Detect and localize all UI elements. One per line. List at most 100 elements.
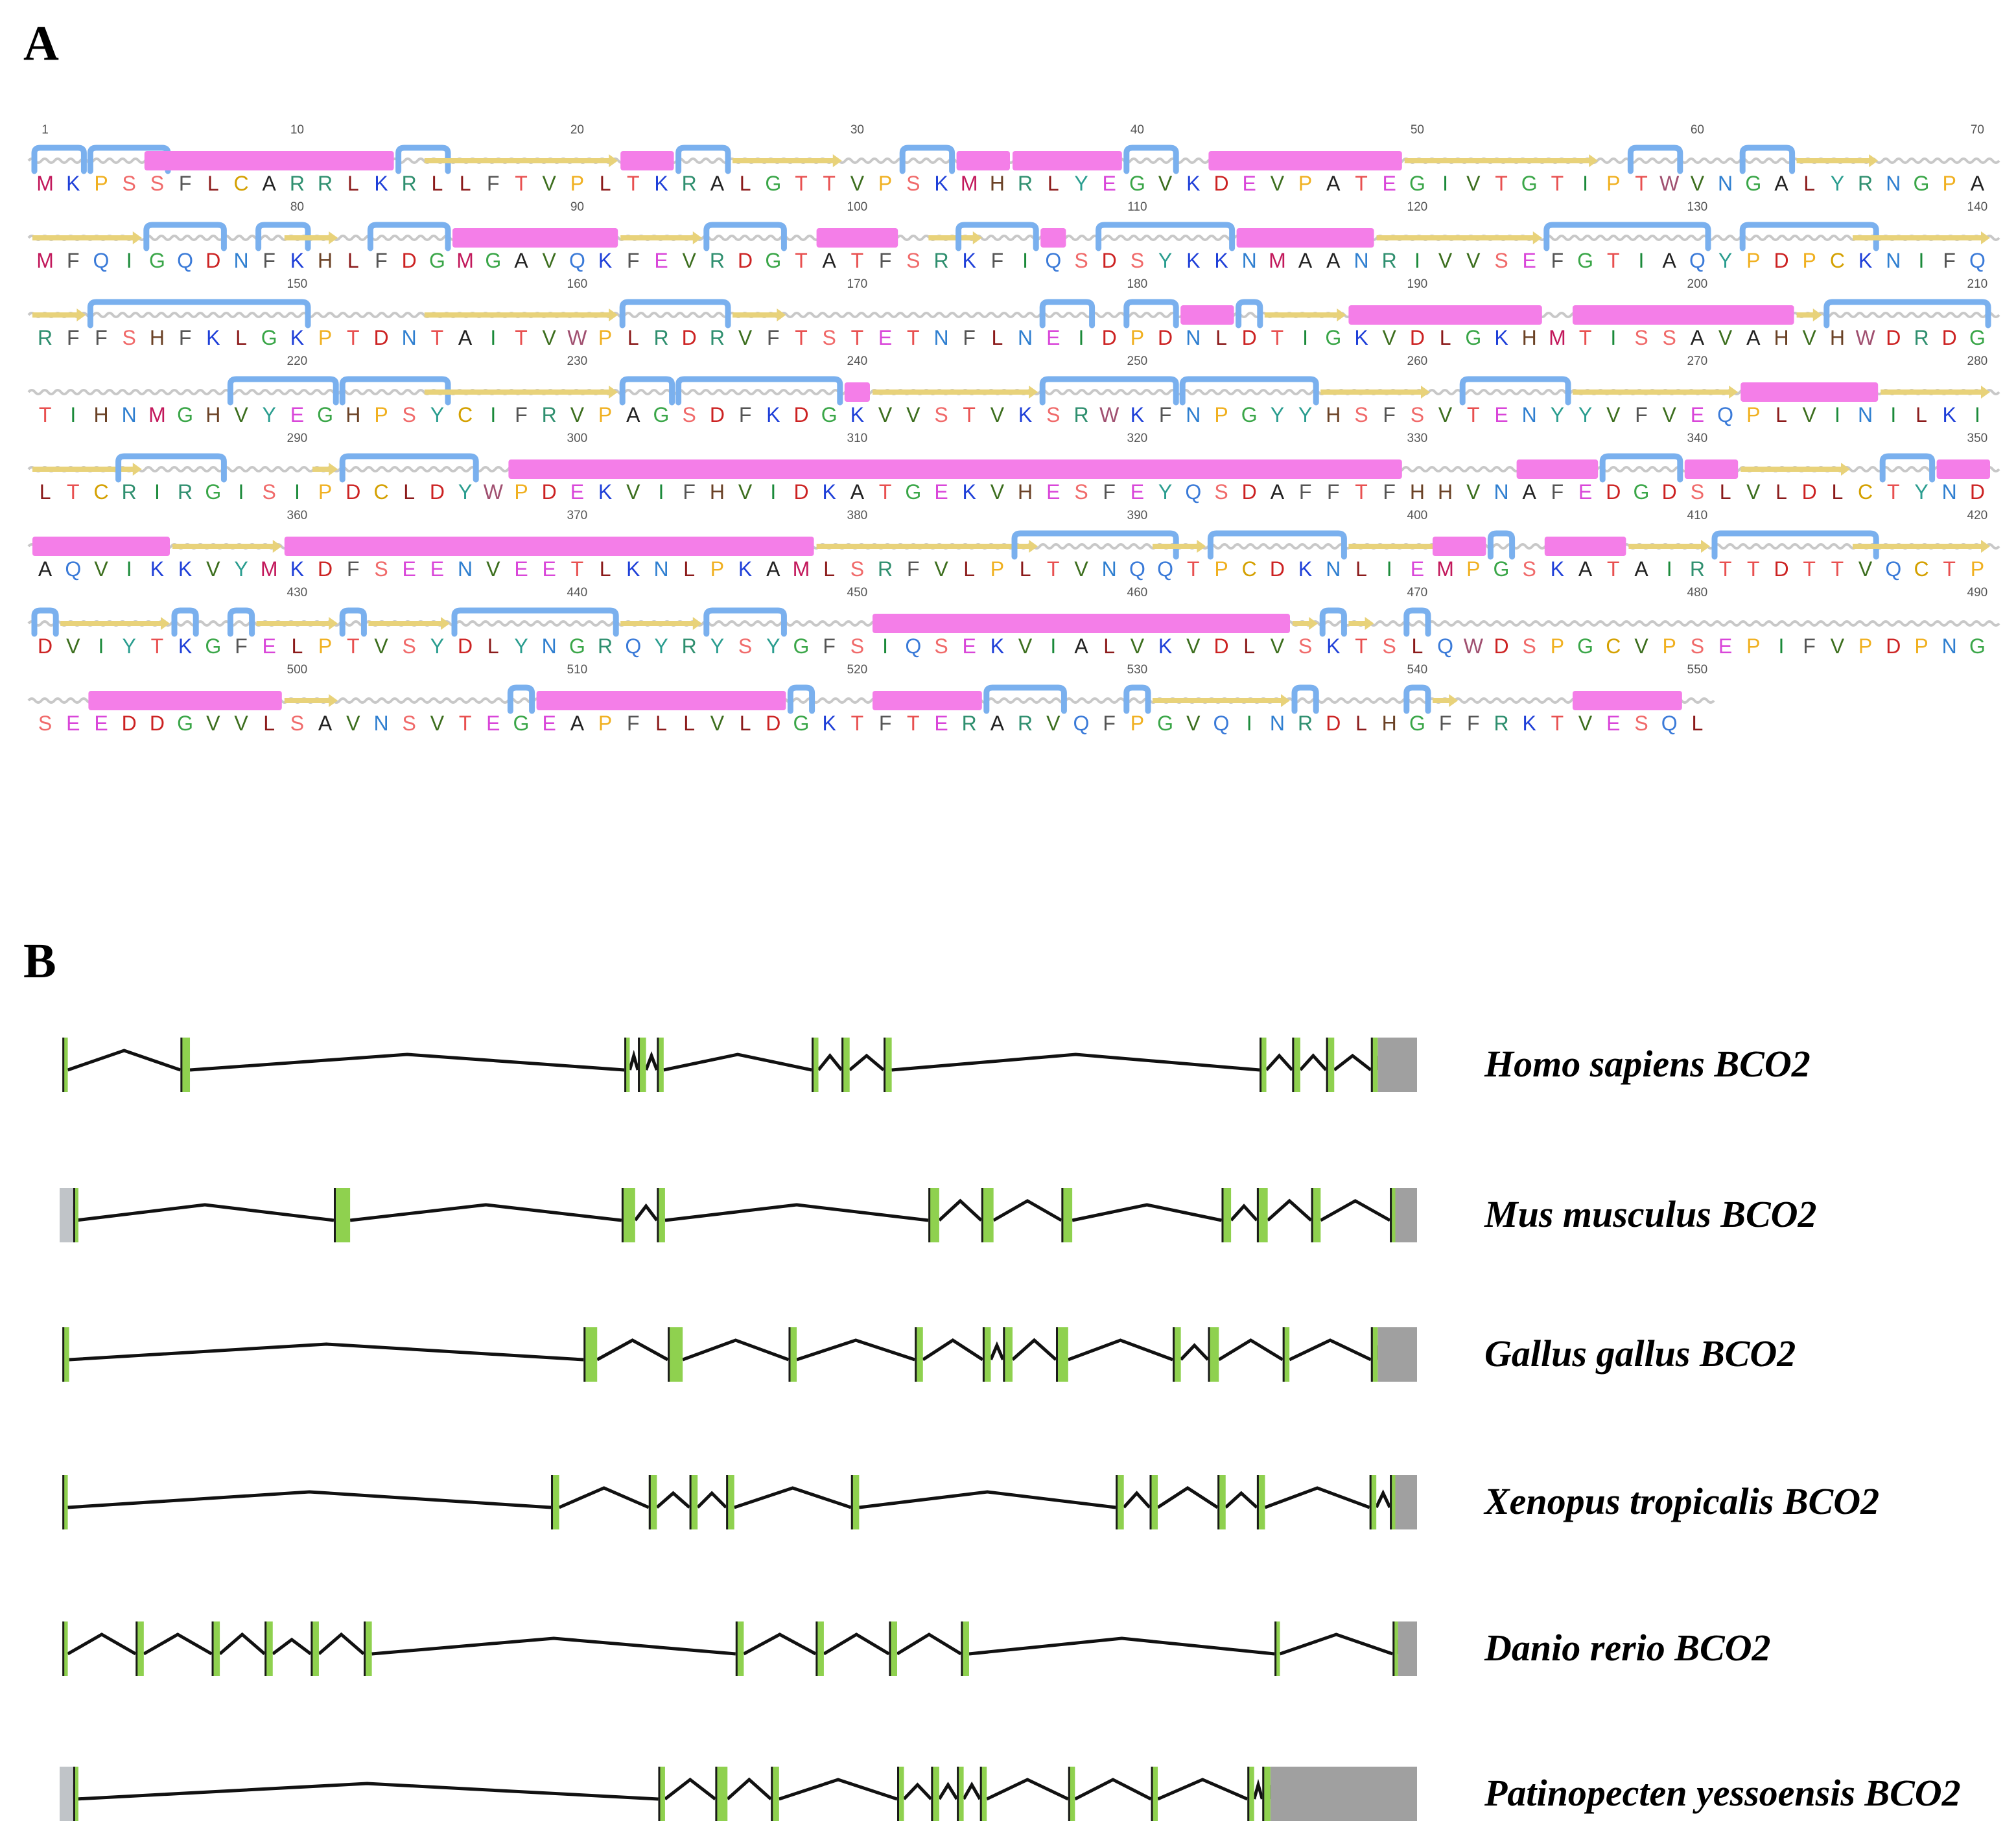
amino-acid-letter: T <box>1551 172 1564 195</box>
amino-acid-letter: L <box>1776 403 1787 426</box>
strand-arrow <box>620 617 702 630</box>
amino-acid-letter: G <box>261 326 277 349</box>
exon-block <box>62 1327 69 1382</box>
position-number: 520 <box>847 663 868 677</box>
position-number: 200 <box>1687 277 1708 291</box>
intron-line <box>1217 1338 1283 1362</box>
amino-acid-letter: D <box>710 403 725 426</box>
amino-acid-letter: P <box>1803 249 1816 272</box>
turn-bracket <box>703 222 787 251</box>
helix-bar <box>1236 228 1374 248</box>
amino-acid-letter: S <box>738 634 752 658</box>
amino-acid-letter: K <box>1186 172 1200 195</box>
position-number: 540 <box>1407 663 1428 677</box>
amino-acid-letter: G <box>1521 172 1538 195</box>
intron-line <box>986 1778 1069 1801</box>
turn-bracket <box>339 607 367 637</box>
intron-line <box>796 1338 916 1362</box>
amino-acid-letter: E <box>543 712 556 735</box>
helix-bar <box>1573 691 1682 710</box>
intron-line <box>992 1199 1062 1222</box>
amino-acid-letter: S <box>1663 326 1676 349</box>
amino-acid-letter: T <box>515 326 528 349</box>
exon-boundary <box>1282 1327 1285 1382</box>
strand-arrow <box>424 386 618 399</box>
amino-acid-letter: K <box>290 557 304 581</box>
amino-acid-letter: Q <box>1689 249 1705 272</box>
amino-acid-letter: L <box>823 557 835 581</box>
amino-acid-letter: F <box>907 557 920 581</box>
amino-acid-letter: Y <box>766 634 780 658</box>
amino-acid-letter: T <box>907 326 920 349</box>
strand-arrow <box>816 540 1038 553</box>
amino-acid-letter: T <box>1803 557 1816 581</box>
amino-acid-letter: G <box>317 403 333 426</box>
amino-acid-letter: F <box>1383 403 1396 426</box>
amino-acid-letter: R <box>290 172 305 195</box>
exon-block <box>1151 1767 1158 1821</box>
amino-acid-letter: D <box>205 249 220 272</box>
amino-acid-letter: E <box>963 634 976 658</box>
strand-arrow <box>256 617 338 630</box>
turn-bracket <box>619 299 731 329</box>
amino-acid-letter: G <box>1465 326 1481 349</box>
amino-acid-letter: N <box>1270 712 1285 735</box>
amino-acid-letter: F <box>67 249 80 272</box>
turn-bracket <box>787 684 815 714</box>
amino-acid-letter: D <box>1494 634 1508 658</box>
intron-line <box>1266 1198 1313 1222</box>
amino-acid-letter: Y <box>654 634 668 658</box>
position-number: 160 <box>567 277 588 291</box>
amino-acid-letter: S <box>374 557 388 581</box>
exon-boundary <box>982 1327 985 1382</box>
amino-acid-letter: A <box>263 172 277 195</box>
exon-boundary <box>1311 1188 1313 1242</box>
exon-block <box>884 1038 892 1092</box>
amino-acid-letter: L <box>1243 634 1255 658</box>
amino-acid-letter: V <box>1271 172 1285 195</box>
turn-bracket <box>619 376 675 406</box>
amino-acid-letter: N <box>1886 249 1901 272</box>
amino-acid-letter: L <box>1832 480 1844 504</box>
amino-acid-letter: A <box>1663 249 1677 272</box>
amino-acid-letter: W <box>1099 403 1119 426</box>
helix-bar <box>1936 459 1990 479</box>
amino-acid-letter: V <box>710 712 725 735</box>
amino-acid-letter: L <box>1692 712 1704 735</box>
amino-acid-letter: D <box>1213 634 1228 658</box>
amino-acid-letter: Q <box>625 634 641 658</box>
utr-3-block <box>1395 1475 1417 1529</box>
exon-block <box>73 1188 78 1242</box>
exon-block <box>658 1767 665 1821</box>
intron-line <box>596 1338 669 1362</box>
amino-acid-letter: T <box>39 403 52 426</box>
exon-boundary <box>135 1621 138 1676</box>
exon-block <box>73 1767 78 1821</box>
amino-acid-letter: T <box>1495 172 1508 195</box>
amino-acid-letter: F <box>1943 249 1956 272</box>
amino-acid-letter: F <box>179 326 192 349</box>
helix-bar <box>452 228 618 248</box>
exon-boundary <box>668 1327 670 1382</box>
helix-bar <box>873 614 1290 633</box>
amino-acid-letter: K <box>150 557 164 581</box>
strand-arrow <box>1628 540 1710 553</box>
exon-boundary <box>648 1475 651 1529</box>
amino-acid-letter: R <box>1018 172 1033 195</box>
amino-acid-letter: V <box>990 480 1005 504</box>
amino-acid-letter: P <box>1663 634 1676 658</box>
amino-acid-letter: Y <box>1158 249 1172 272</box>
amino-acid-letter: G <box>1241 403 1258 426</box>
helix-bar <box>1040 228 1066 248</box>
exon-boundary <box>1369 1475 1372 1529</box>
amino-acid-letter: P <box>374 403 388 426</box>
amino-acid-letter: R <box>933 249 948 272</box>
position-number: 190 <box>1407 277 1428 291</box>
amino-acid-letter: T <box>1607 557 1620 581</box>
exon-boundary <box>1392 1621 1395 1676</box>
amino-acid-letter: R <box>682 172 697 195</box>
exon-boundary <box>979 1767 982 1821</box>
exon-block <box>915 1327 923 1382</box>
strand-arrow <box>1348 540 1459 553</box>
